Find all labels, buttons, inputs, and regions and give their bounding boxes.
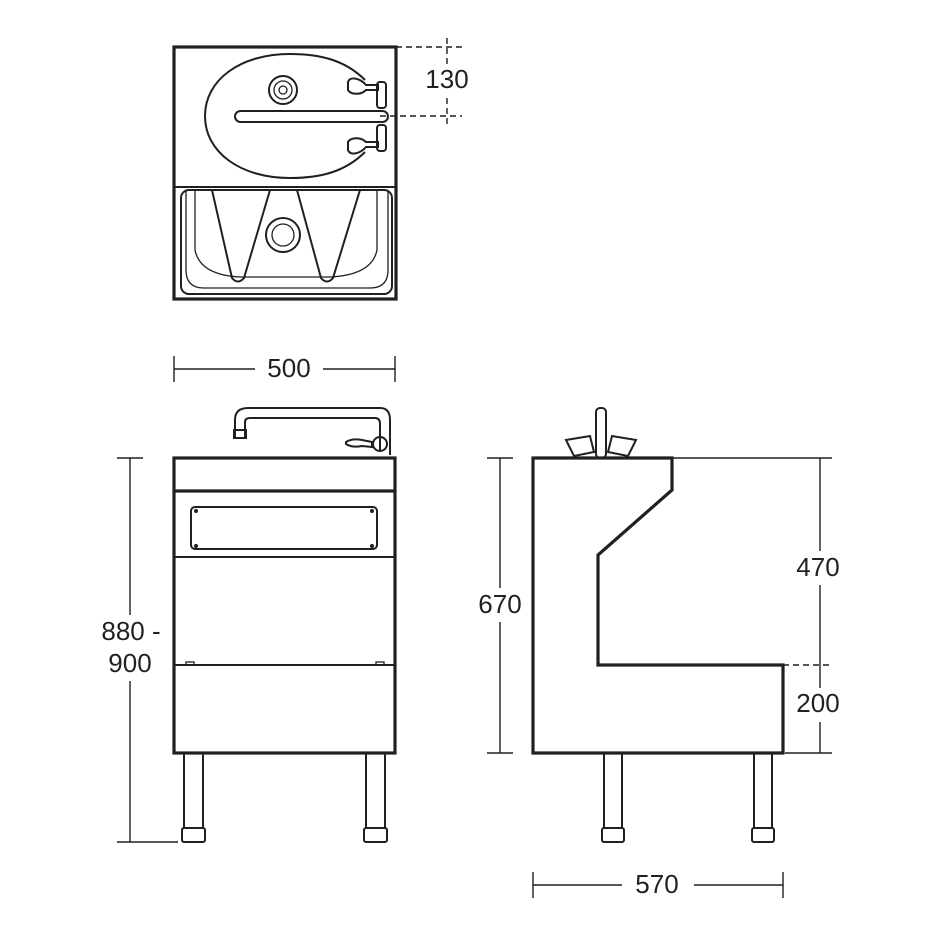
cabinet-outline xyxy=(172,456,397,755)
shelf-bracket xyxy=(185,661,195,666)
plan-outline xyxy=(172,45,398,301)
oval-basin xyxy=(203,52,366,180)
dim-height-1: 880 - xyxy=(101,616,160,646)
side-tap xyxy=(564,407,638,459)
screw xyxy=(370,509,374,513)
tap-lever xyxy=(345,438,373,449)
dim-tap-offset: 130 xyxy=(425,64,468,94)
side-legs xyxy=(601,752,775,843)
dim-depth: 570 xyxy=(635,869,678,899)
spout-plan xyxy=(234,110,389,123)
spout-outlet xyxy=(233,429,247,439)
access-panel xyxy=(190,506,378,550)
side-elevation: 670 470 200 570 xyxy=(470,407,850,902)
tap-handle-top-icon xyxy=(347,77,387,109)
tap-handle-bottom-icon xyxy=(347,124,387,155)
basin-waste xyxy=(268,75,298,105)
dim-lower-height: 200 xyxy=(796,688,839,718)
dim-width: 500 xyxy=(267,353,310,383)
side-profile xyxy=(531,456,785,755)
dim-cabinet-height: 670 xyxy=(478,589,521,619)
wire-grid-right xyxy=(296,189,361,283)
trough-waste-grate xyxy=(271,223,295,247)
plan-view: 130 xyxy=(172,38,474,301)
dim-upper-height: 470 xyxy=(796,552,839,582)
wire-grid-left xyxy=(211,189,271,283)
dim-height-2: 900 xyxy=(108,648,151,678)
trough-rim xyxy=(185,190,389,289)
tap-spout xyxy=(234,407,391,455)
trough-waste xyxy=(265,217,301,253)
basin-waste-inner xyxy=(273,80,293,100)
tap-body xyxy=(372,436,388,452)
shelf-bracket xyxy=(375,661,385,666)
screw xyxy=(194,509,198,513)
front-legs xyxy=(181,752,388,843)
trough-bowl xyxy=(194,190,378,278)
trough-outer xyxy=(180,189,393,295)
basin-waste-grate xyxy=(278,85,288,95)
front-elevation: 500 880 - 900 xyxy=(95,353,397,843)
screw xyxy=(370,544,374,548)
screw xyxy=(194,544,198,548)
